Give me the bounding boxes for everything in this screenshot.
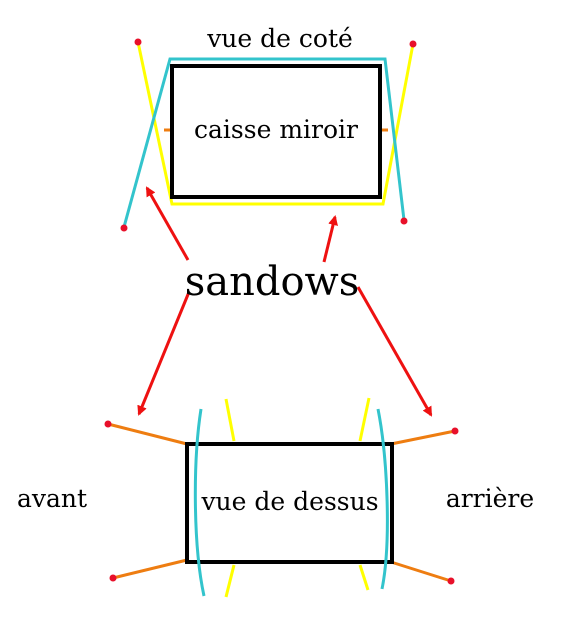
strap-endpoint	[104, 420, 112, 428]
strap-endpoint	[400, 217, 408, 225]
orange-strap-front-bottom	[112, 558, 188, 580]
arrow-to-front-strap	[137, 291, 191, 416]
yellow-strap-segment	[224, 398, 236, 442]
arrow-to-cyan-strap	[145, 186, 190, 261]
yellow-strap-segment	[358, 564, 370, 591]
yellow-strap-segment	[224, 564, 236, 598]
top-view-box	[185, 442, 394, 564]
orange-strap-rear-bottom	[390, 560, 452, 583]
side-view-diagram: vue de coté caisse miroir	[120, 24, 417, 232]
top-view-label: vue de dessus	[200, 487, 378, 516]
arrow-to-rear-strap	[356, 286, 433, 417]
strap-endpoint	[109, 574, 117, 582]
yellow-strap-segment	[358, 397, 371, 442]
front-label: avant	[17, 484, 87, 513]
cyan-strap-front	[193, 408, 206, 597]
orange-strap-front-top	[107, 422, 188, 446]
strap-endpoint	[451, 427, 459, 435]
rear-label: arrière	[446, 484, 534, 513]
strap-endpoint	[134, 38, 142, 46]
strap-endpoint	[409, 40, 417, 48]
cyan-strap-rear	[376, 408, 389, 590]
yellow-strap	[136, 41, 415, 206]
mirror-box	[170, 64, 382, 199]
strap-endpoint	[120, 224, 128, 232]
box-label: caisse miroir	[194, 115, 358, 144]
strap-endpoint	[447, 577, 455, 585]
side-view-title: vue de coté	[206, 24, 353, 53]
top-view-diagram: vue de dessus avant arrière	[17, 397, 534, 598]
arrow-to-yellow-strap	[322, 215, 338, 263]
orange-strap-rear-top	[390, 429, 456, 446]
cyan-strap	[122, 57, 406, 228]
arrows	[137, 186, 433, 417]
sandows-label: sandows	[185, 259, 360, 305]
